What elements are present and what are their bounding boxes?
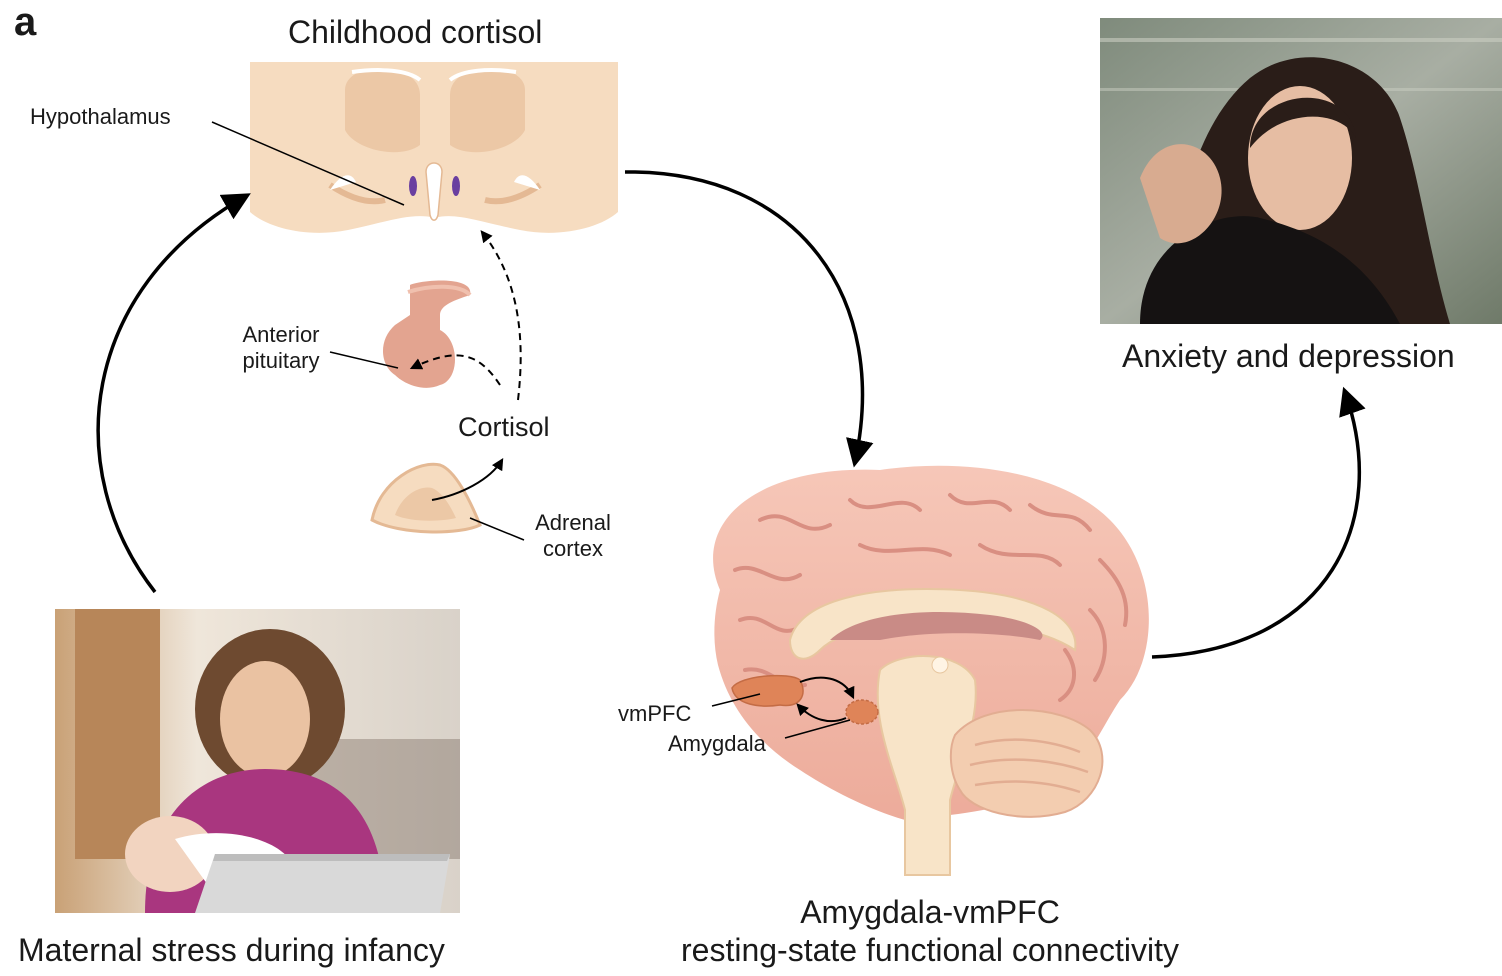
connectivity-title: Amygdala-vmPFC resting-state functional … (640, 893, 1220, 969)
adrenal-cortex-line2: cortex (518, 536, 628, 562)
connectivity-title-line1: Amygdala-vmPFC (640, 893, 1220, 931)
maternal-stress-photo (55, 609, 460, 913)
anterior-pituitary-line1: Anterior (226, 322, 336, 348)
anterior-pituitary-shape (383, 281, 470, 388)
cortisol-label: Cortisol (458, 412, 550, 443)
hypothalamus-section (250, 62, 618, 233)
brain-to-anxiety-arrow (1152, 392, 1359, 657)
cortisol-to-hypothalamus-dashed-arrow (482, 232, 521, 400)
brain-sagittal-section (713, 466, 1149, 875)
anterior-pituitary-line2: pituitary (226, 348, 336, 374)
adrenal-cortex-shape (372, 464, 480, 532)
panel-label: a (14, 0, 36, 45)
connectivity-title-line2: resting-state functional connectivity (640, 931, 1220, 969)
anterior-pituitary-label: Anterior pituitary (226, 322, 336, 374)
cortisol-to-brain-arrow (625, 172, 862, 462)
adrenal-leader-line (470, 518, 524, 540)
adrenal-cortex-line1: Adrenal (518, 510, 628, 536)
vmpfc-label: vmPFC (618, 701, 691, 727)
hypothalamus-label: Hypothalamus (30, 104, 171, 130)
childhood-cortisol-title: Childhood cortisol (288, 14, 542, 51)
amygdala-label: Amygdala (668, 731, 766, 757)
stress-to-cortisol-arrow (98, 196, 246, 592)
anxiety-depression-title: Anxiety and depression (1122, 338, 1455, 375)
adrenal-cortex-label: Adrenal cortex (518, 510, 628, 562)
maternal-stress-title: Maternal stress during infancy (18, 932, 445, 969)
anxiety-photo (1100, 18, 1502, 324)
